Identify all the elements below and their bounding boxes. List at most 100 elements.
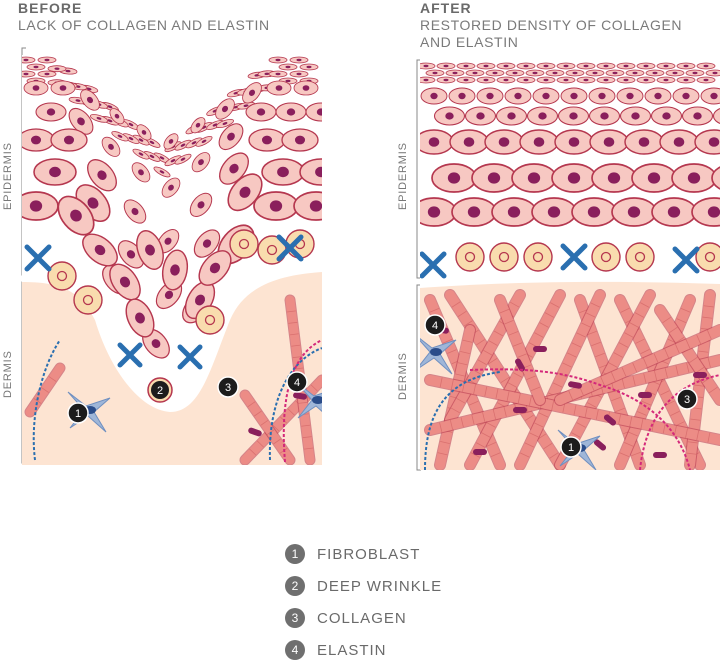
legend: 1 FIBROBLAST 2 DEEP WRINKLE 3 COLLAGEN 4… xyxy=(285,538,442,666)
skin-cell xyxy=(561,88,587,104)
skin-cell xyxy=(300,159,342,185)
skin-cell xyxy=(449,88,475,104)
before-marker-elastin: 4 xyxy=(287,372,307,392)
svg-text:1: 1 xyxy=(75,408,81,420)
basal-cell xyxy=(286,230,314,258)
skin-cell xyxy=(706,70,720,76)
skin-cell xyxy=(617,88,643,104)
svg-text:2: 2 xyxy=(157,385,163,397)
skin-cell xyxy=(417,77,435,83)
skin-cell xyxy=(577,63,595,69)
skin-cell xyxy=(421,88,447,104)
skin-cell xyxy=(566,70,584,76)
skin-cell xyxy=(34,159,76,185)
skin-cell xyxy=(38,57,56,63)
legend-label: COLLAGEN xyxy=(317,610,407,627)
skin-cell xyxy=(612,198,656,226)
skin-cell xyxy=(426,70,444,76)
legend-label: FIBROBLAST xyxy=(317,546,420,563)
skin-cell xyxy=(652,198,696,226)
cross-link xyxy=(533,346,547,352)
skin-cell xyxy=(38,71,56,77)
skin-cell xyxy=(506,70,524,76)
skin-cell xyxy=(452,198,496,226)
skin-cell xyxy=(657,77,675,83)
skin-cell xyxy=(450,130,488,154)
legend-badge: 3 xyxy=(285,608,305,628)
skin-cell xyxy=(666,70,684,76)
skin-cell xyxy=(306,103,336,121)
skin-cell xyxy=(276,103,306,121)
skin-cell xyxy=(435,107,465,125)
legend-badge: 4 xyxy=(285,640,305,660)
skin-cell xyxy=(17,57,35,63)
skin-cell xyxy=(497,63,515,69)
skin-cell xyxy=(300,64,318,70)
skin-cell xyxy=(532,198,576,226)
skin-cell xyxy=(18,129,54,151)
skin-cell xyxy=(621,107,651,125)
skin-cell xyxy=(646,70,664,76)
basal-cell xyxy=(74,286,102,314)
skin-cell xyxy=(555,130,593,154)
skin-cell xyxy=(36,103,66,121)
cross-link xyxy=(693,372,707,378)
skin-cell xyxy=(415,130,453,154)
skin-cell xyxy=(517,63,535,69)
skin-cell xyxy=(552,164,596,192)
skin-cell xyxy=(51,129,87,151)
skin-cell xyxy=(657,63,675,69)
skin-cell xyxy=(437,63,455,69)
skin-cell xyxy=(267,81,291,95)
skin-cell xyxy=(586,70,604,76)
skin-cell xyxy=(412,198,456,226)
basal-cell xyxy=(490,243,518,271)
cross-link xyxy=(638,392,652,398)
skin-cell xyxy=(505,88,531,104)
basal-cell xyxy=(230,230,258,258)
skin-cell xyxy=(432,164,476,192)
skin-cell xyxy=(497,77,515,83)
skin-cell xyxy=(677,77,695,83)
skin-cell xyxy=(537,77,555,83)
skin-cell xyxy=(497,107,527,125)
skin-cell xyxy=(17,71,35,77)
svg-text:3: 3 xyxy=(225,382,231,394)
skin-cell xyxy=(546,70,564,76)
skin-cell xyxy=(290,57,308,63)
svg-text:3: 3 xyxy=(684,394,690,406)
before-marker-fibroblast: 1 xyxy=(68,403,88,423)
skin-cell xyxy=(686,70,704,76)
skin-cell xyxy=(672,164,716,192)
before-marker-deep-wrinkle: 2 xyxy=(148,378,172,402)
skin-cell xyxy=(606,70,624,76)
skin-cell xyxy=(590,130,628,154)
skin-cell xyxy=(269,71,287,77)
basal-cell xyxy=(456,243,484,271)
skin-cell xyxy=(617,63,635,69)
basal-cell xyxy=(592,243,620,271)
skin-cell xyxy=(660,130,698,154)
skin-cell xyxy=(51,81,75,95)
skin-cell xyxy=(637,63,655,69)
after-panel xyxy=(412,55,720,470)
skin-cell xyxy=(457,63,475,69)
skin-cell xyxy=(417,63,435,69)
basal-cell xyxy=(48,262,76,290)
skin-cell xyxy=(472,164,516,192)
skin-cell xyxy=(254,192,298,220)
skin-cell xyxy=(697,63,715,69)
skin-cell xyxy=(697,77,715,83)
skin-cell xyxy=(246,103,276,121)
skin-diagram: 1 2 3 4 4 3 1 xyxy=(0,0,720,530)
skin-cell xyxy=(533,88,559,104)
cross-link xyxy=(653,452,667,458)
skin-cell xyxy=(683,107,713,125)
basal-cell xyxy=(696,243,720,271)
skin-cell xyxy=(617,77,635,83)
skin-cell xyxy=(701,88,720,104)
skin-cell xyxy=(537,63,555,69)
skin-cell xyxy=(485,130,523,154)
skin-cell xyxy=(557,77,575,83)
after-marker-fibroblast: 1 xyxy=(561,437,581,457)
